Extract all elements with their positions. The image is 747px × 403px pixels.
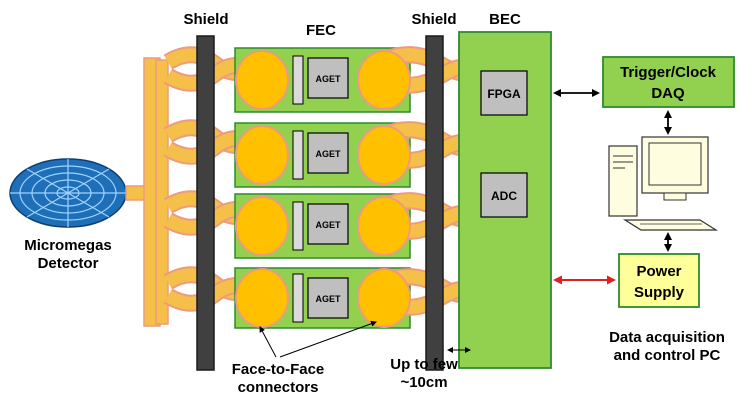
power-supply-box [618, 253, 700, 308]
detector-cable-bundle [125, 57, 169, 327]
pointer-connector-right [279, 320, 377, 358]
trigger-box-line2: DAQ [651, 85, 685, 102]
bec-board [458, 31, 552, 369]
shield-left [196, 35, 215, 371]
detector-label-line1: Micromegas [24, 237, 112, 254]
fec-label: FEC [306, 22, 336, 39]
fec-card-2 [163, 119, 495, 188]
aget-chip-label-3: AGET [315, 220, 341, 230]
power-box-line2: Supply [634, 284, 685, 301]
pointer-connector-left [259, 326, 277, 358]
adc-chip [480, 172, 528, 218]
power-box-line1: Power [636, 263, 681, 280]
bec-label: BEC [489, 11, 521, 28]
fpga-label: FPGA [487, 87, 521, 101]
aget-chip-label-2: AGET [315, 149, 341, 159]
shield-left-label: Shield [183, 11, 228, 28]
aget-chip-label-1: AGET [315, 74, 341, 84]
distance-label-line2: ~10cm [400, 374, 447, 391]
adc-label: ADC [491, 189, 517, 203]
connectors-label-line2: connectors [238, 379, 319, 396]
shield-right [425, 35, 444, 371]
trigger-box-line1: Trigger/Clock [620, 64, 717, 81]
pc-label-line2: and control PC [614, 347, 721, 364]
distance-label-line1: Up to few [390, 356, 458, 373]
shield-right-label: Shield [411, 11, 456, 28]
computer-icon [608, 136, 719, 231]
fpga-chip [480, 70, 528, 116]
detector-label-line2: Detector [38, 255, 99, 272]
connectors-label-line1: Face-to-Face [232, 361, 325, 378]
aget-chip-label-4: AGET [315, 294, 341, 304]
pc-label-line1: Data acquisition [609, 329, 725, 346]
trigger-clock-daq-box [602, 56, 735, 108]
micromegas-detector [9, 158, 127, 228]
